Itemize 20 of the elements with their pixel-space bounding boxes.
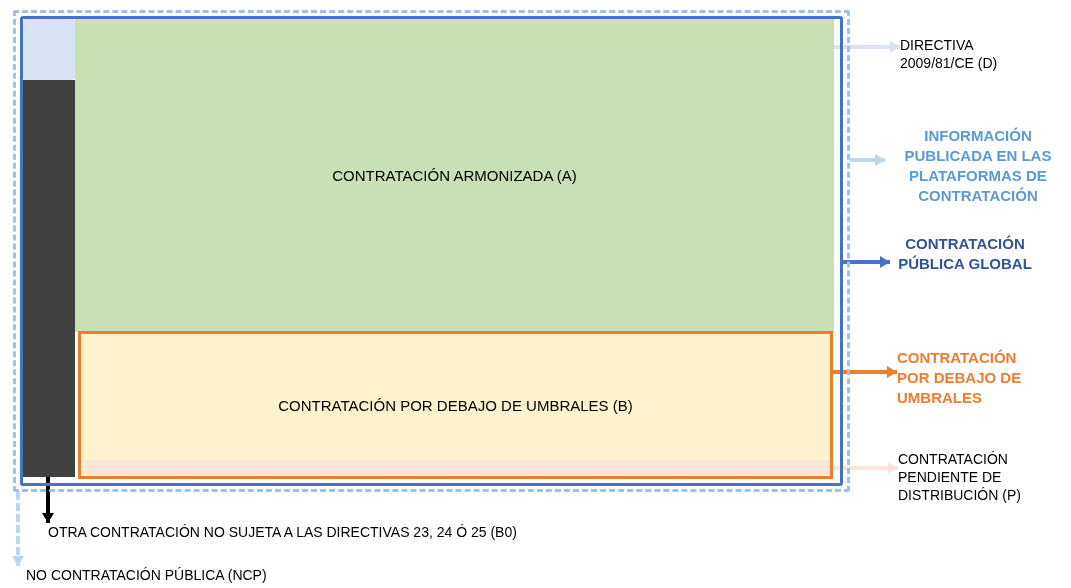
arrow bbox=[42, 477, 54, 523]
callout-text: NO CONTRATACIÓN PÚBLICA (NCP) bbox=[12, 566, 312, 586]
callout-text: CONTRATACIÓN POR DEBAJO DE UMBRALES bbox=[897, 348, 1047, 408]
callout-text: CONTRATACIÓN PENDIENTE DE DISTRIBUCIÓN (P) bbox=[898, 450, 1058, 504]
arrow bbox=[850, 154, 885, 166]
arrow bbox=[833, 366, 897, 378]
callout-text: DIRECTIVA 2009/81/CE (D) bbox=[900, 36, 1030, 72]
strip-bar bbox=[85, 460, 830, 475]
area-label: CONTRATACIÓN POR DEBAJO DE UMBRALES (B) bbox=[278, 396, 633, 414]
arrow bbox=[843, 256, 890, 268]
arrow bbox=[12, 492, 24, 566]
callout-text: OTRA CONTRATACIÓN NO SUJETA A LAS DIRECTIVAS 23, 24 Ó 25 (B0) bbox=[48, 523, 608, 543]
arrow bbox=[834, 41, 900, 53]
area-box bbox=[75, 19, 834, 332]
callout-text: INFORMACIÓN PUBLICADA EN LAS PLATAFORMAS DE CONTRATACIÓN bbox=[885, 126, 1071, 206]
category-bar bbox=[23, 80, 75, 477]
area-label: CONTRATACIÓN ARMONIZADA (A) bbox=[332, 167, 577, 184]
area-box bbox=[78, 331, 833, 479]
category-box bbox=[23, 19, 75, 80]
callout-text: CONTRATACIÓN PÚBLICA GLOBAL bbox=[890, 234, 1040, 294]
